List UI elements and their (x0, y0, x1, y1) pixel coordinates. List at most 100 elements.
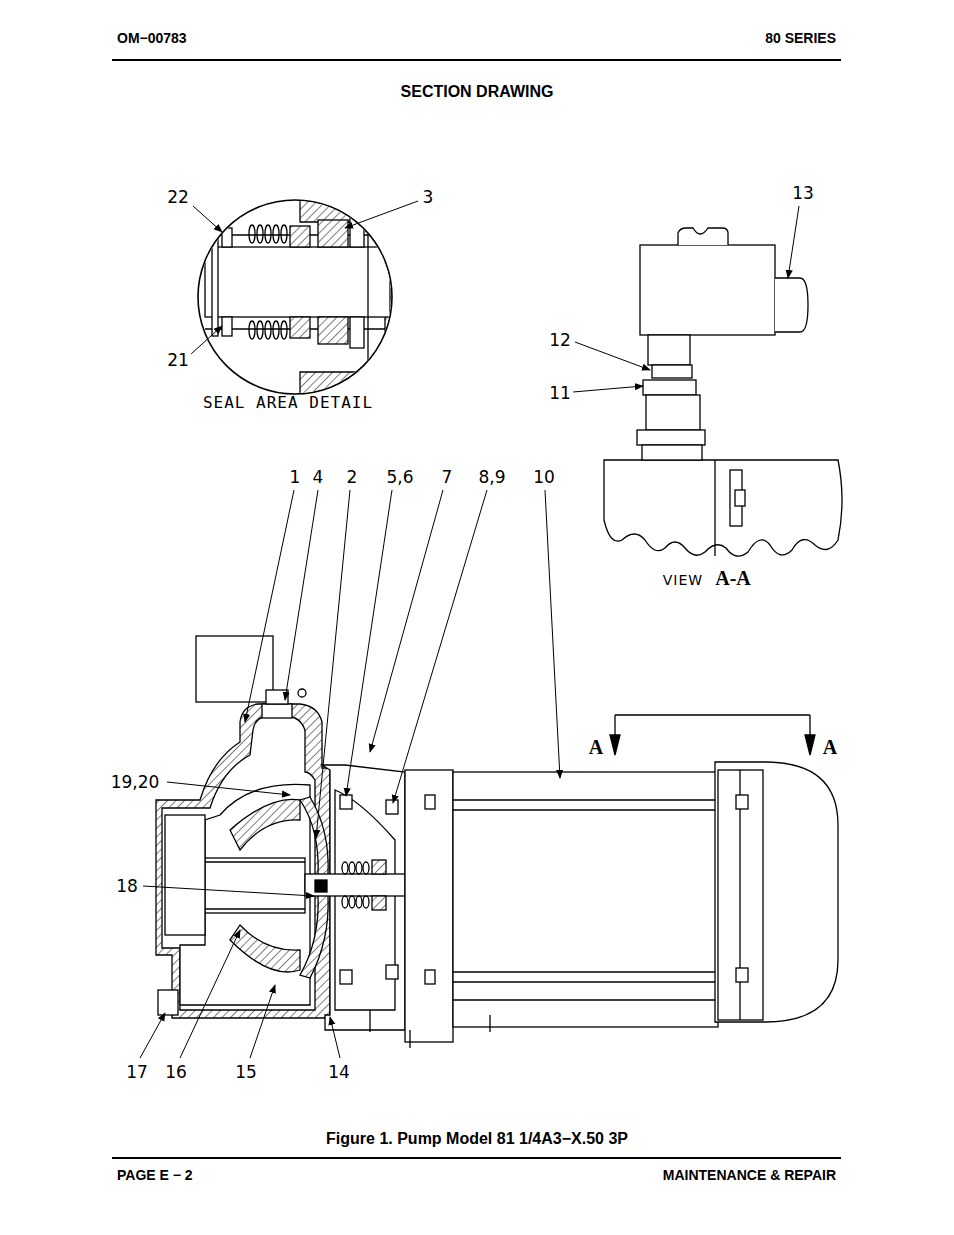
pump-section (322, 765, 405, 1030)
pump-section (425, 970, 435, 984)
view-a-a (640, 245, 775, 335)
leader-line (140, 1013, 165, 1058)
callout-number: 18 (114, 878, 140, 895)
section-letter: A (821, 737, 839, 757)
pump-section (305, 874, 405, 896)
view-a-a (637, 430, 705, 445)
seal-detail (281, 225, 287, 243)
pump-section (736, 795, 748, 809)
pump-section (453, 799, 715, 800)
callout-number: 16 (163, 1064, 189, 1081)
view-a-a (678, 228, 728, 245)
section-letter: A (587, 737, 605, 757)
leader-line (575, 342, 650, 370)
callout-number: 13 (790, 185, 816, 202)
pump-section (409, 1030, 410, 1048)
seal-detail (257, 321, 263, 339)
leader-line (545, 490, 560, 778)
callout-number: 12 (547, 332, 573, 349)
seal-detail (281, 321, 287, 339)
callout-number: 14 (326, 1064, 352, 1081)
view-a-a (642, 445, 702, 460)
seal-detail (367, 210, 368, 380)
pump-section (453, 999, 715, 1000)
seal-detail (290, 317, 310, 338)
doc-number: OM−00783 (115, 31, 189, 45)
view-label: A-A (713, 568, 753, 588)
view-a-a (714, 460, 715, 556)
pump-section (453, 809, 715, 810)
leader-line (193, 206, 222, 232)
callout-number: 17 (124, 1064, 150, 1081)
leader-line (143, 886, 314, 896)
pump-section (158, 990, 178, 1015)
pump-section (230, 799, 300, 850)
leader-line (370, 490, 443, 752)
seal-detail (273, 321, 279, 339)
pump-section (165, 815, 205, 935)
pump-section (315, 880, 327, 892)
view-a-a (648, 335, 690, 365)
pump-section (356, 896, 362, 908)
pump-section (363, 862, 369, 874)
pump-section (718, 770, 763, 1020)
page-number: PAGE E − 2 (115, 1168, 195, 1182)
seal-detail (257, 225, 263, 243)
seal-detail (222, 228, 232, 247)
pump-section (363, 896, 369, 908)
seal-detail (222, 317, 232, 336)
callout-number: 22 (165, 189, 191, 206)
pump-section (453, 772, 718, 1027)
pump-section (386, 965, 398, 979)
pump-section (372, 896, 386, 910)
pump-section (349, 862, 355, 874)
pump-section (205, 908, 305, 909)
callout-number: 21 (165, 352, 191, 369)
leader-line (345, 201, 418, 228)
seal-detail (273, 225, 279, 243)
drawing-title: SECTION DRAWING (399, 84, 556, 100)
pump-section (356, 862, 362, 874)
callout-number: 5,6 (384, 469, 415, 486)
seal-detail (265, 225, 271, 243)
seal-detail (350, 317, 364, 348)
leader-line (393, 490, 487, 803)
pump-section (340, 970, 352, 984)
pump-section (205, 858, 305, 913)
pump-section (736, 968, 748, 982)
section-name: MAINTENANCE & REPAIR (661, 1168, 838, 1182)
leader-line (346, 490, 392, 796)
leader-line (180, 930, 240, 1058)
seal-detail (198, 200, 392, 394)
leader-line (285, 490, 318, 700)
callout-number: 11 (547, 385, 573, 402)
pump-section (405, 770, 453, 1042)
pump-section (349, 896, 355, 908)
callout-number: 10 (531, 469, 557, 486)
series-name: 80 SERIES (763, 31, 838, 45)
callout-number: 2 (345, 469, 360, 486)
pump-section (489, 1015, 490, 1032)
pump-section (340, 795, 352, 809)
view-a-a (652, 365, 692, 378)
view-a-a (735, 490, 745, 506)
pump-section (372, 860, 386, 874)
seal-detail (318, 220, 348, 247)
pump-section (386, 800, 398, 814)
page-rule (112, 60, 841, 1158)
seal-detail (249, 321, 255, 339)
seal-detail (249, 225, 287, 339)
view-label: VIEW (661, 573, 705, 587)
section-arrow (615, 715, 810, 752)
pump-section (342, 862, 348, 874)
callout-number: 7 (440, 469, 455, 486)
pump-section (342, 896, 348, 908)
seal-detail (212, 228, 218, 336)
pump-section (425, 795, 435, 809)
pump-section (266, 690, 288, 704)
view-a-a (604, 228, 842, 556)
pump-section (156, 636, 838, 1048)
pump-section (369, 1010, 370, 1032)
leader-line (330, 1017, 340, 1058)
